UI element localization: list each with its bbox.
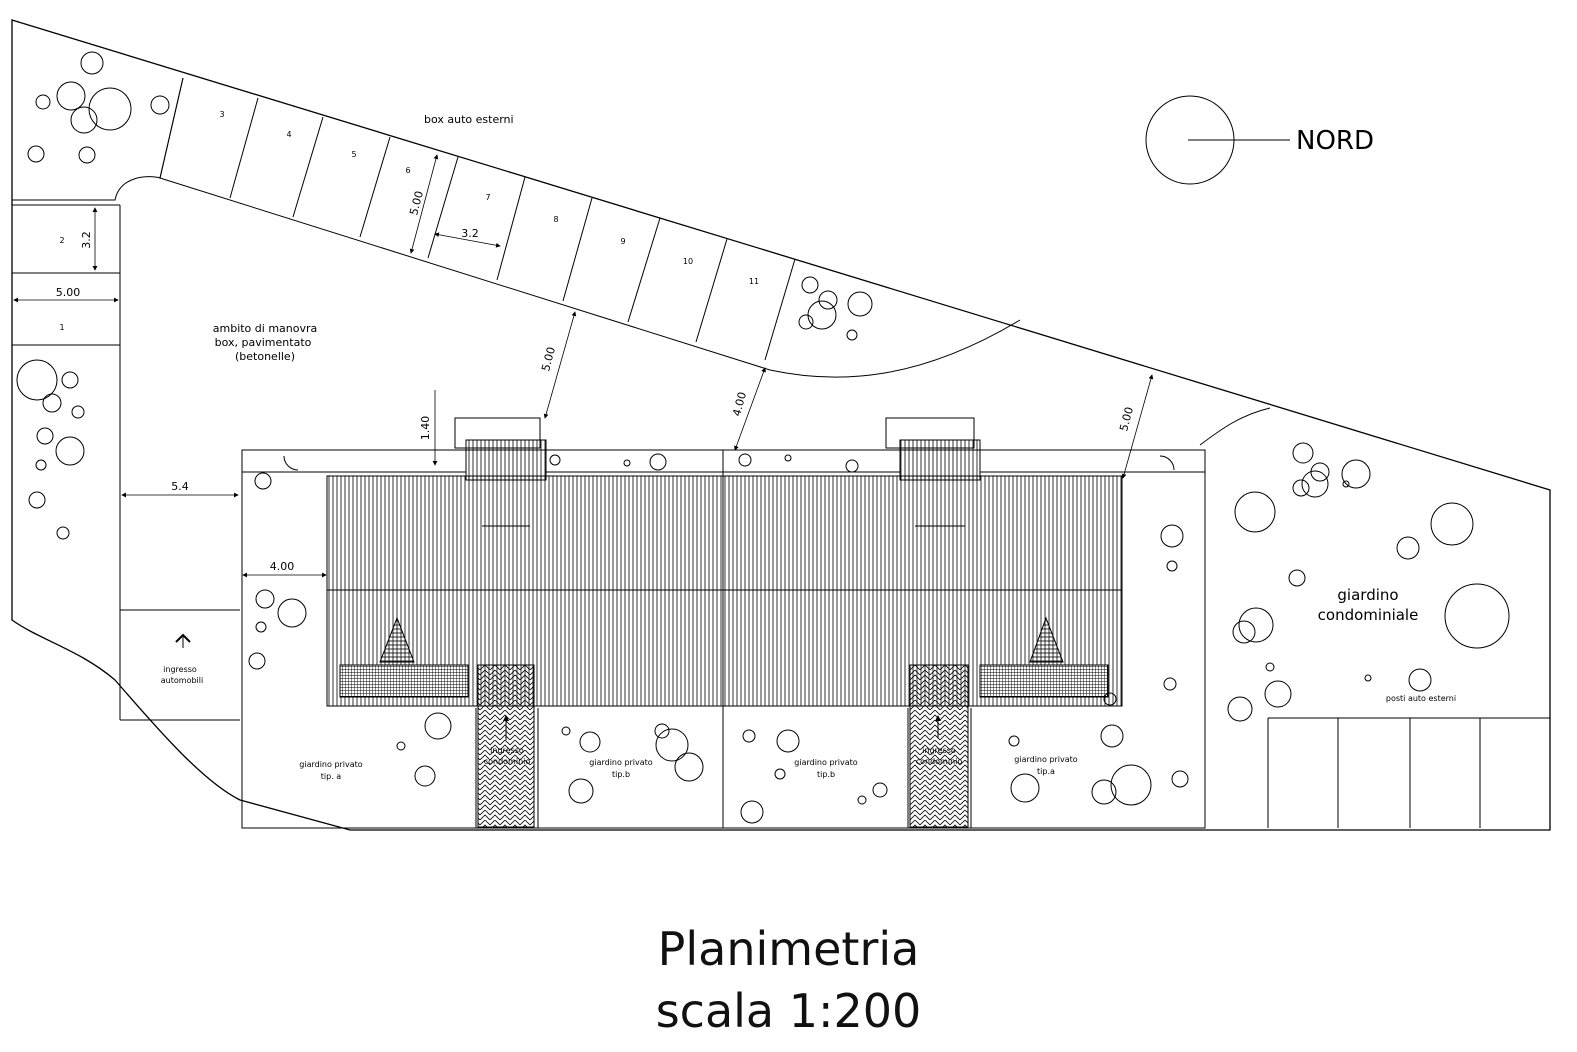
dim-gap-b: 4.00 [730, 391, 749, 418]
dim-side-setback: 4.00 [270, 560, 295, 573]
dim-box2-width: 3.2 [80, 231, 93, 249]
ingresso-condominio-label-1: ingresso [490, 746, 524, 755]
plan-title: Planimetria [657, 922, 920, 976]
box-parking-row [12, 77, 1271, 721]
ingresso-auto-label-2: automobili [161, 676, 203, 685]
dim-stair-offset: 1.40 [419, 416, 432, 441]
north-label: NORD [1296, 126, 1374, 156]
dim-box-depth: 5.00 [407, 190, 426, 217]
giardino-privato-b2-label: giardino privato [794, 758, 858, 767]
ingresso-condominio-label-4: condominio [916, 757, 963, 766]
box-number: 3 [219, 110, 224, 119]
giardino-privato-a-tip: tip. a [321, 772, 342, 781]
giardino-privato-a2-tip: tip.a [1037, 767, 1055, 776]
box-number: 10 [683, 257, 693, 266]
dim-gap-a: 5.00 [539, 346, 558, 373]
box-number: 4 [286, 130, 291, 139]
ingresso-condominio-label-2: condominio [484, 757, 531, 766]
giardino-privato-b-label: giardino privato [589, 758, 653, 767]
box-number: 8 [553, 215, 558, 224]
dim-box-width: 3.2 [461, 227, 479, 240]
box-number: 2 [59, 236, 64, 245]
dim-gap-c: 5.00 [1117, 406, 1136, 433]
plan-scale: scala 1:200 [655, 984, 922, 1038]
box-number: 5 [351, 150, 356, 159]
dim-lane-width: 5.4 [171, 480, 189, 493]
giardino-condominiale-label-1: giardino [1337, 586, 1398, 604]
posti-auto-esterni-label: posti auto esterni [1386, 694, 1456, 703]
site-plan-drawing: 3 4 5 6 7 8 9 10 11 2 1 5.00 3.2 3.2 5.0… [11, 19, 1551, 831]
ambito-label-3: (betonelle) [235, 350, 295, 363]
ambito-label-2: box, pavimentato [215, 336, 312, 349]
box-number: 6 [405, 166, 410, 175]
ingresso-auto-label-1: ingresso [163, 665, 197, 674]
ambito-label-1: ambito di manovra [213, 322, 318, 335]
giardino-privato-a-label: giardino privato [299, 760, 363, 769]
box-auto-esterni-label: box auto esterni [424, 113, 514, 126]
dim-box2-depth: 5.00 [56, 286, 81, 299]
giardino-condominiale-label-2: condominiale [1318, 606, 1419, 624]
giardino-privato-b2-tip: tip.b [817, 770, 835, 779]
box-number: 9 [620, 237, 625, 246]
giardino-privato-a2-label: giardino privato [1014, 755, 1078, 764]
giardino-privato-b-tip: tip.b [612, 770, 630, 779]
box-number: 7 [485, 193, 490, 202]
box-number: 11 [749, 277, 759, 286]
site-boundary [11, 19, 1551, 831]
ingresso-condominio-label-3: ingresso [922, 746, 956, 755]
box-number: 1 [59, 323, 64, 332]
